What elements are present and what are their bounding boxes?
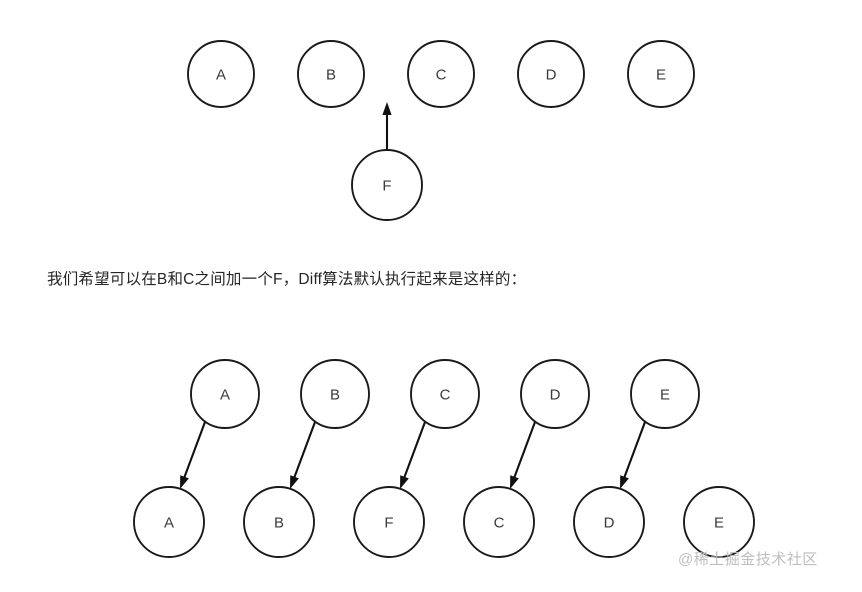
node-label: B	[274, 515, 284, 532]
after-node-d[interactable]: D	[573, 486, 645, 558]
node-label: A	[216, 67, 226, 84]
node-label: C	[494, 515, 505, 532]
insert-arrow-f	[382, 102, 392, 150]
before-node-d[interactable]: D	[520, 359, 590, 429]
arrow-shaft	[622, 421, 646, 480]
node-label: C	[440, 387, 451, 404]
after-node-c[interactable]: C	[463, 486, 535, 558]
arrow-head	[180, 475, 189, 489]
arrow-head	[382, 102, 392, 115]
node-circle	[683, 486, 755, 558]
after-node-a[interactable]: A	[133, 486, 205, 558]
caption-text: 我们希望可以在B和C之间加一个F，Diff算法默认执行起来是这样的：	[47, 271, 527, 288]
node-circle	[187, 40, 255, 108]
before-node-b[interactable]: B	[300, 359, 370, 429]
node-label: D	[604, 515, 615, 532]
node-label: F	[382, 178, 391, 195]
node-label: A	[220, 387, 230, 404]
node-circle	[407, 40, 475, 108]
node-label: F	[384, 515, 393, 532]
edge-a-to-a	[180, 421, 206, 489]
node-circle	[630, 359, 700, 429]
arrow-head	[620, 475, 629, 489]
arrow-shaft	[292, 421, 316, 480]
top-node-b[interactable]: B	[297, 40, 365, 108]
node-label: B	[326, 67, 336, 84]
arrow-shaft	[402, 421, 426, 480]
node-label: B	[330, 387, 340, 404]
edge-b-to-b	[290, 421, 316, 489]
node-circle	[520, 359, 590, 429]
edge-e-to-d	[620, 421, 646, 489]
node-label: A	[164, 515, 174, 532]
node-circle	[351, 149, 423, 221]
before-node-a[interactable]: A	[190, 359, 260, 429]
edge-c-to-f	[400, 421, 426, 489]
node-circle	[463, 486, 535, 558]
after-node-f[interactable]: F	[353, 486, 425, 558]
node-circle	[297, 40, 365, 108]
node-circle	[300, 359, 370, 429]
node-label: C	[436, 67, 447, 84]
node-label: D	[550, 387, 561, 404]
node-label: D	[546, 67, 557, 84]
top-node-e[interactable]: E	[627, 40, 695, 108]
node-circle	[573, 486, 645, 558]
arrow-head	[400, 475, 409, 489]
node-label: E	[656, 67, 666, 84]
top-node-d[interactable]: D	[517, 40, 585, 108]
edge-d-to-c	[510, 421, 536, 489]
top-node-a[interactable]: A	[187, 40, 255, 108]
arrow-shaft	[512, 421, 536, 480]
node-circle	[627, 40, 695, 108]
node-label: E	[660, 387, 670, 404]
before-node-e[interactable]: E	[630, 359, 700, 429]
node-circle	[133, 486, 205, 558]
arrow-shaft	[182, 421, 206, 480]
node-circle	[353, 486, 425, 558]
node-label: E	[714, 515, 724, 532]
node-circle	[410, 359, 480, 429]
node-circle	[517, 40, 585, 108]
after-node-b[interactable]: B	[243, 486, 315, 558]
arrow-head	[290, 475, 299, 489]
node-circle	[243, 486, 315, 558]
watermark-label: @稀土掘金技术社区	[678, 551, 818, 568]
top-node-c[interactable]: C	[407, 40, 475, 108]
arrow-head	[510, 475, 519, 489]
before-node-c[interactable]: C	[410, 359, 480, 429]
top-inserted-node-f[interactable]: F	[351, 149, 423, 221]
node-circle	[190, 359, 260, 429]
after-node-e[interactable]: E	[683, 486, 755, 558]
